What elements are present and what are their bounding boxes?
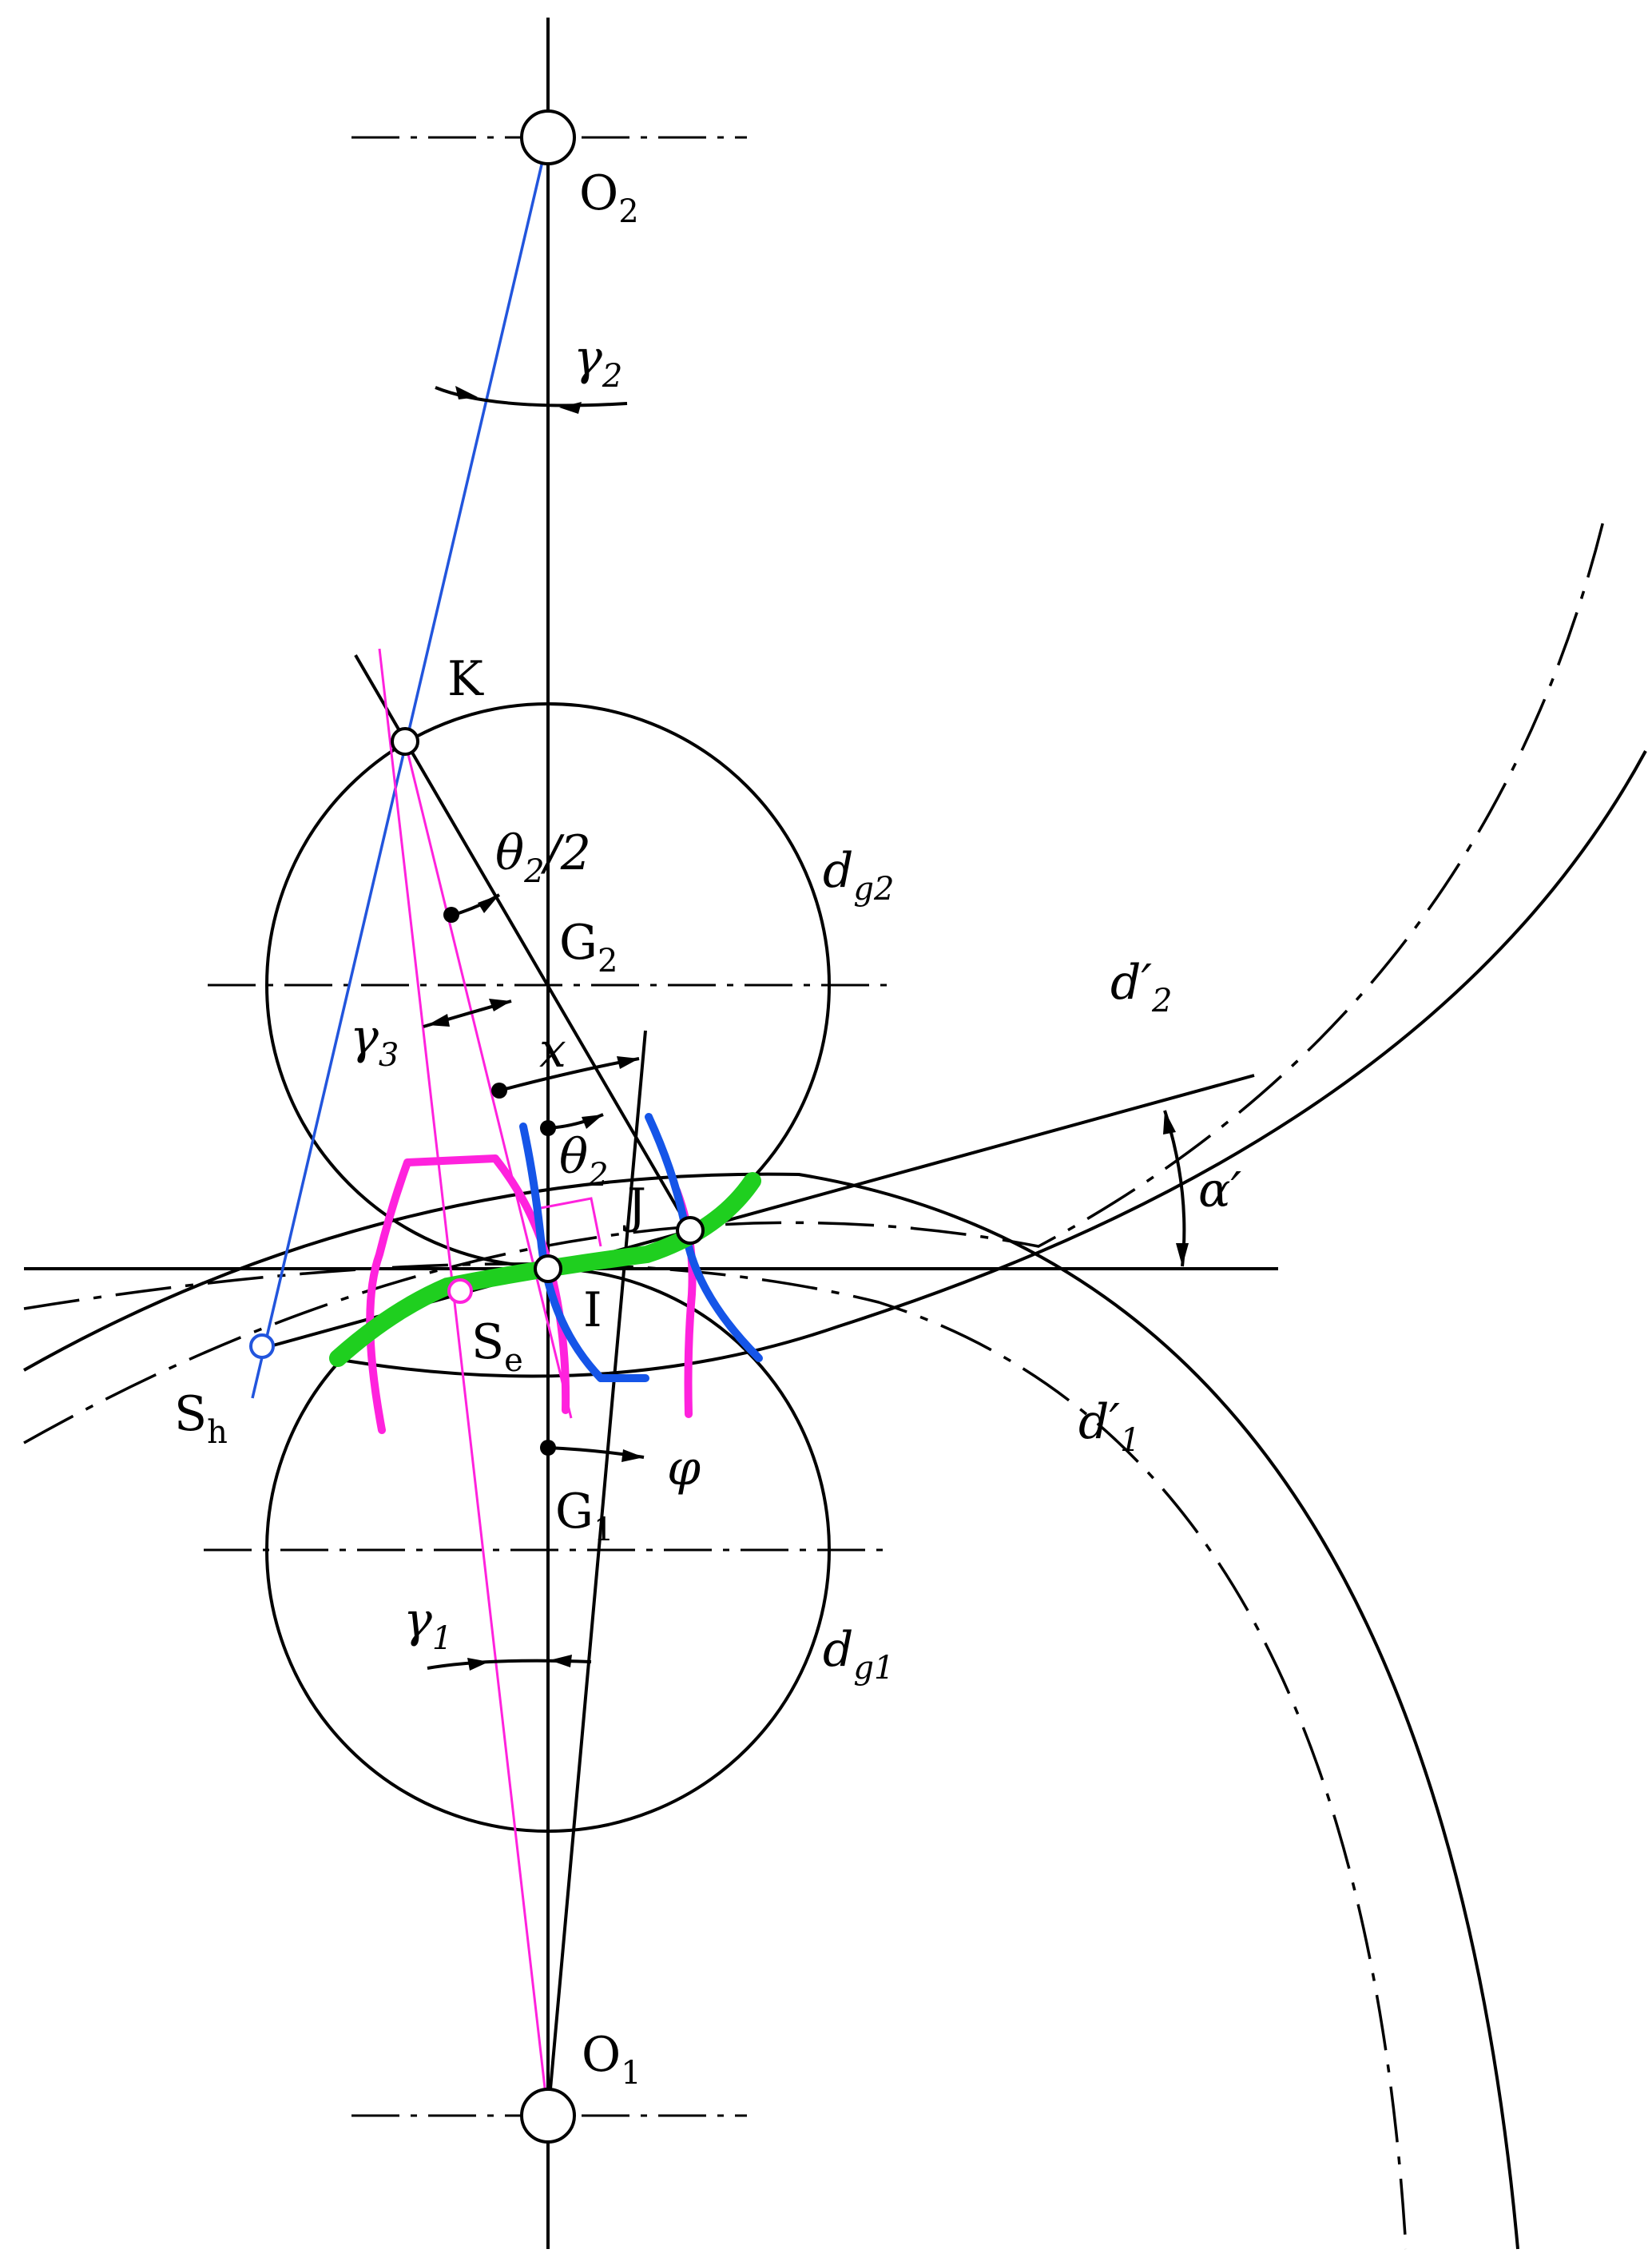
right-angle-mark [540,1197,602,1247]
arrow-gamma2-right [559,402,582,414]
label-gamma1: γ1 [403,1592,452,1657]
label-x: x [539,1023,566,1079]
node-i [534,1254,562,1283]
label-g2: G2 [559,915,618,980]
arrow-theta2-half [478,895,499,913]
arrow-gamma3-b [427,1014,450,1027]
node-o1 [520,2088,576,2144]
magenta-line-1 [378,648,550,2116]
label-phi: φ [667,1440,701,1496]
label-dg2: dg2 [823,843,894,908]
node-o2 [520,109,576,165]
outer-circle-1 [23,1172,1519,2250]
label-gamma3: γ3 [350,1009,399,1074]
label-o1: O1 [582,2027,641,2092]
label-o2: O2 [579,165,639,230]
dot-phi [540,1440,556,1456]
arrow-gamma2-left [455,386,478,399]
pitch-circle-d1 [23,1262,1408,2250]
arrow-gamma1-right [550,1655,572,1667]
label-se: Se [471,1314,523,1379]
blue-tooth-profile [519,1123,649,1382]
label-theta2: θ2 [559,1129,609,1194]
pitch-circle-d2 [23,511,1607,1444]
dot-theta2 [540,1120,556,1136]
arrow-theta2 [582,1115,603,1129]
magenta-line-2 [403,741,573,1419]
arrow-gamma3 [489,999,511,1011]
node-sh [249,1333,275,1359]
label-j: J [622,1178,646,1234]
arrow-x [617,1056,639,1069]
node-k [391,727,419,756]
arrow-alpha-top [1163,1111,1176,1134]
label-d1: d′1 [1078,1394,1140,1459]
dot-x [491,1083,507,1099]
line-o1-j [546,1030,647,2116]
blue-line-o2-sh [251,137,550,1399]
label-g1: G1 [555,1484,614,1548]
label-alpha: α′ [1198,1162,1242,1218]
outer-circle-2 [331,750,1647,1378]
label-i: I [583,1282,602,1338]
arrow-gamma1-left [467,1658,489,1671]
arrow-phi [621,1449,644,1462]
label-theta2-half: θ2/2 [495,825,591,890]
label-dg1: dg1 [823,1622,894,1687]
label-gamma2: γ2 [574,330,622,395]
label-sh: Sh [174,1386,228,1451]
node-se [447,1278,473,1304]
arc-gamma2 [435,386,628,407]
label-k: K [447,651,484,707]
dot-theta2-half [443,907,459,923]
arrow-alpha-bottom [1176,1243,1189,1266]
node-j [676,1216,705,1245]
arc-x [498,1057,640,1092]
label-d2: d′2 [1110,955,1172,1019]
